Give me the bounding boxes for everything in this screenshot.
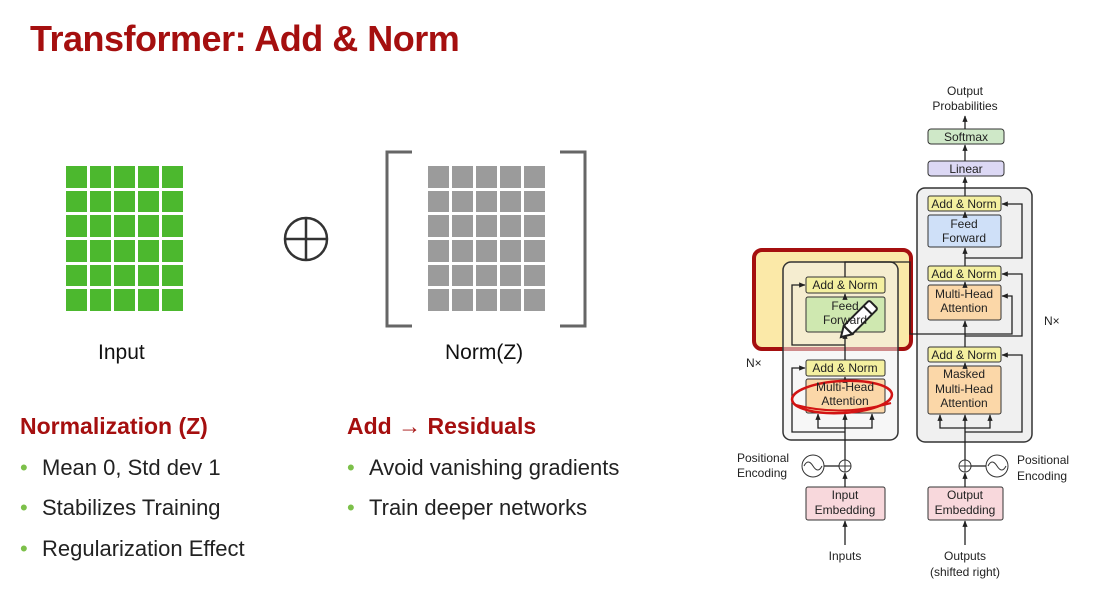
- encoder-positional-label-1: Positional: [737, 451, 789, 465]
- masked-label-3: Attention: [940, 396, 987, 410]
- left-bracket: [385, 150, 412, 328]
- softmax-label: Softmax: [944, 130, 988, 144]
- output-embedding-label-2: Embedding: [935, 503, 996, 517]
- decoder-ff-label-2: Forward: [942, 231, 986, 245]
- bullet-item: •Avoid vanishing gradients: [347, 455, 620, 480]
- norm-label: Norm(Z): [445, 341, 524, 364]
- input-label: Input: [98, 341, 145, 364]
- input-embedding-label-2: Embedding: [815, 503, 876, 517]
- decoder-nx-label: N×: [1044, 314, 1060, 328]
- decoder-addnorm-label-1: Add & Norm: [931, 197, 996, 211]
- bullet-item: •Regularization Effect: [20, 536, 245, 561]
- encoder-addnorm-label-2: Add & Norm: [812, 361, 877, 375]
- encoder-ff-label-1: Feed: [831, 299, 858, 313]
- norm-matrix: [428, 166, 545, 311]
- decoder-mha-label-2: Attention: [940, 301, 987, 315]
- decoder-positional-label-2: Encoding: [1017, 469, 1067, 483]
- transformer-diagram: Output Probabilities Softmax Linear Add …: [737, 84, 1069, 579]
- bullet-item: •Mean 0, Std dev 1: [20, 455, 221, 480]
- outputs-label-2: (shifted right): [930, 565, 1000, 579]
- decoder-addnorm-label-2: Add & Norm: [931, 267, 996, 281]
- slide-title: Transformer: Add & Norm: [30, 18, 460, 59]
- normalization-heading: Normalization (Z): [20, 413, 208, 439]
- pen-icon: [839, 300, 878, 339]
- output-probabilities-line2: Probabilities: [932, 99, 997, 113]
- decoder-ff-label-1: Feed: [950, 217, 977, 231]
- bullet-item: •Train deeper networks: [347, 495, 588, 520]
- output-embedding-label-1: Output: [947, 488, 984, 502]
- decoder-addnorm-label-3: Add & Norm: [931, 348, 996, 362]
- outputs-label-1: Outputs: [944, 549, 986, 563]
- input-matrix: [66, 166, 183, 311]
- softmax-box: [927, 128, 1005, 145]
- oplus-icon: [283, 216, 329, 262]
- output-probabilities-line1: Output: [947, 84, 984, 98]
- encoder-nx-label: N×: [746, 356, 762, 370]
- arrow-right-icon: →: [398, 413, 422, 439]
- decoder-positional-label-1: Positional: [1017, 453, 1069, 467]
- right-bracket: [560, 150, 587, 328]
- encoder-addnorm-label-1: Add & Norm: [812, 278, 877, 292]
- masked-label-1: Masked: [943, 367, 985, 381]
- encoder-ff-label-2: Forward: [823, 313, 867, 327]
- encoder-mha-label-2: Attention: [821, 394, 868, 408]
- encoder-positional-label-2: Encoding: [737, 466, 787, 480]
- decoder-mha-label-1: Multi-Head: [935, 287, 993, 301]
- linear-box: [927, 160, 1005, 177]
- linear-label: Linear: [949, 162, 982, 176]
- input-embedding-label-1: Input: [832, 488, 859, 502]
- residuals-heading: Add → Residuals: [347, 413, 537, 439]
- encoder-mha-label-1: Multi-Head: [816, 380, 874, 394]
- red-annotation-circle: [790, 379, 894, 415]
- masked-label-2: Multi-Head: [935, 382, 993, 396]
- inputs-label: Inputs: [829, 549, 862, 563]
- bullet-item: •Stabilizes Training: [20, 495, 221, 520]
